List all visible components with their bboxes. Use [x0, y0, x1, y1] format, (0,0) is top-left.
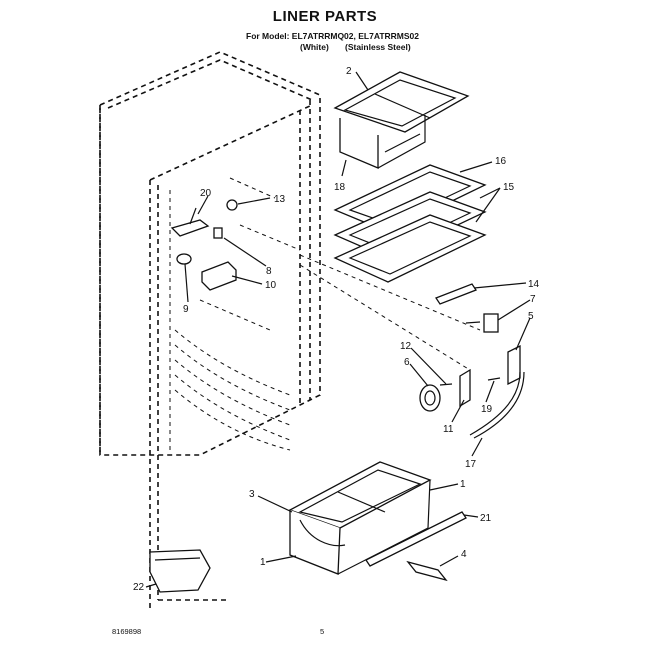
- callout-13: 13: [274, 194, 286, 205]
- callout-8: 8: [266, 266, 272, 277]
- callout-6: 6: [404, 357, 410, 368]
- part-15-frames: [333, 191, 487, 283]
- leader-lines: [145, 71, 531, 588]
- callout-labels: 2 16 18 15 20 13 8 10 9 14 7 5 12 6 19 1…: [133, 66, 540, 593]
- callout-15: 15: [503, 182, 515, 193]
- part-12-screw: [439, 383, 453, 386]
- part-7-switch: [465, 313, 499, 333]
- part-14-bracket: [435, 283, 477, 305]
- callout-14: 14: [528, 279, 540, 290]
- document-code: 8169898: [112, 627, 142, 636]
- part-21-rail: [365, 511, 467, 567]
- part-22-door-bin: [149, 549, 211, 593]
- part-13-nut: [226, 199, 238, 211]
- part-19-screw: [487, 377, 501, 381]
- page-number: 5: [320, 627, 325, 636]
- part-4-handle: [406, 560, 448, 582]
- callout-12: 12: [400, 341, 412, 352]
- part-2-upper-bin: [333, 71, 470, 169]
- callout-7: 7: [530, 294, 536, 305]
- callout-10: 10: [265, 280, 277, 291]
- cabinet-liner: [99, 51, 481, 610]
- part-17-drain-tube: [469, 371, 525, 439]
- part-9-lamp: [176, 253, 192, 265]
- callout-22: 22: [133, 582, 145, 593]
- part-8-clip: [213, 227, 223, 239]
- callout-9: 9: [183, 304, 189, 315]
- part-6-knob: [419, 384, 441, 412]
- callout-2: 2: [346, 66, 352, 77]
- callout-1-upper: 1: [460, 479, 466, 490]
- callout-4: 4: [461, 549, 467, 560]
- part-5-hinge-bracket: [507, 344, 521, 386]
- callout-5: 5: [528, 311, 534, 322]
- callout-21: 21: [480, 513, 492, 524]
- callout-1-lower: 1: [260, 557, 266, 568]
- finish-white-label: (White): [300, 42, 329, 52]
- part-20-bracket: [170, 207, 210, 237]
- callout-18: 18: [334, 182, 346, 193]
- callout-11: 11: [443, 424, 454, 435]
- callout-20: 20: [200, 188, 212, 199]
- callout-16: 16: [495, 156, 507, 167]
- part-10-bracket: [201, 261, 237, 291]
- model-numbers: For Model: EL7ATRRMQ02, EL7ATRRMS02: [246, 31, 420, 41]
- finish-steel-label: (Stainless Steel): [345, 42, 411, 52]
- part-3-lower-pan: [288, 461, 432, 575]
- callout-17: 17: [465, 459, 477, 470]
- callout-3: 3: [249, 489, 255, 500]
- part-11-plate: [459, 368, 471, 408]
- page-title: LINER PARTS: [272, 8, 378, 25]
- callout-19: 19: [481, 404, 493, 415]
